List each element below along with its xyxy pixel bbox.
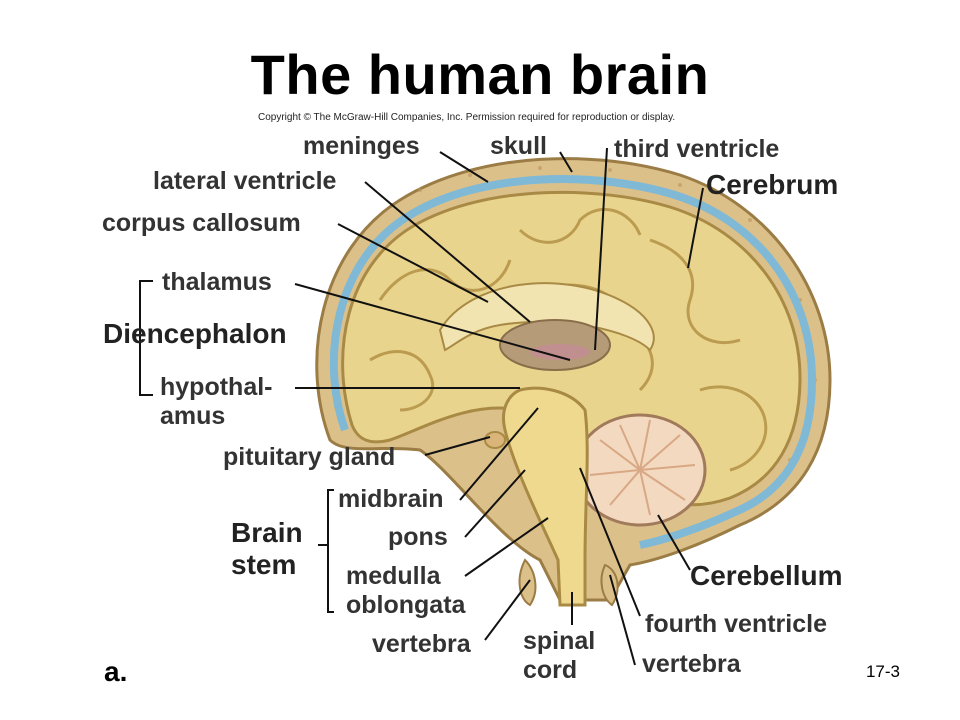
copyright-notice: Copyright © The McGraw-Hill Companies, I… bbox=[258, 112, 676, 123]
label-third-ventricle: third ventricle bbox=[614, 135, 780, 163]
label-fourth-ventricle: fourth ventricle bbox=[645, 610, 827, 638]
page-title: The human brain bbox=[250, 43, 710, 106]
third-ventricle-shape bbox=[530, 344, 590, 360]
panel-letter: a. bbox=[104, 656, 128, 687]
label-spinal-cord-line2: cord bbox=[523, 656, 578, 684]
label-hypothalamus-line1: hypothal- bbox=[160, 373, 273, 401]
meninges-layer bbox=[329, 175, 817, 549]
label-meninges: meninges bbox=[303, 132, 420, 160]
label-corpus-callosum: corpus callosum bbox=[102, 209, 301, 237]
label-cerebrum: Cerebrum bbox=[706, 169, 839, 200]
label-brain-stem-line1: Brain bbox=[231, 517, 303, 548]
pituitary-shape bbox=[484, 431, 506, 449]
vertebra-shape-right bbox=[600, 563, 619, 607]
label-pituitary-gland: pituitary gland bbox=[223, 443, 396, 471]
label-vertebra-left: vertebra bbox=[372, 630, 471, 658]
label-thalamus: thalamus bbox=[162, 268, 272, 296]
label-medulla-line2: oblongata bbox=[346, 591, 466, 619]
label-skull: skull bbox=[490, 132, 547, 160]
label-lateral-ventricle: lateral ventricle bbox=[153, 167, 337, 195]
label-vertebra-right: vertebra bbox=[642, 650, 741, 678]
label-pons: pons bbox=[388, 523, 448, 551]
slide-number: 17-3 bbox=[865, 662, 900, 681]
label-brain-stem-line2: stem bbox=[231, 549, 297, 580]
brain-stem-shape bbox=[502, 386, 589, 607]
label-cerebellum: Cerebellum bbox=[690, 560, 843, 591]
label-spinal-cord-line1: spinal bbox=[523, 627, 596, 655]
label-hypothalamus-line2: amus bbox=[160, 402, 226, 430]
corpus-callosum-shape bbox=[438, 282, 655, 352]
label-medulla-line1: medulla bbox=[346, 562, 441, 590]
label-midbrain: midbrain bbox=[338, 485, 444, 513]
label-diencephalon: Diencephalon bbox=[103, 318, 287, 349]
